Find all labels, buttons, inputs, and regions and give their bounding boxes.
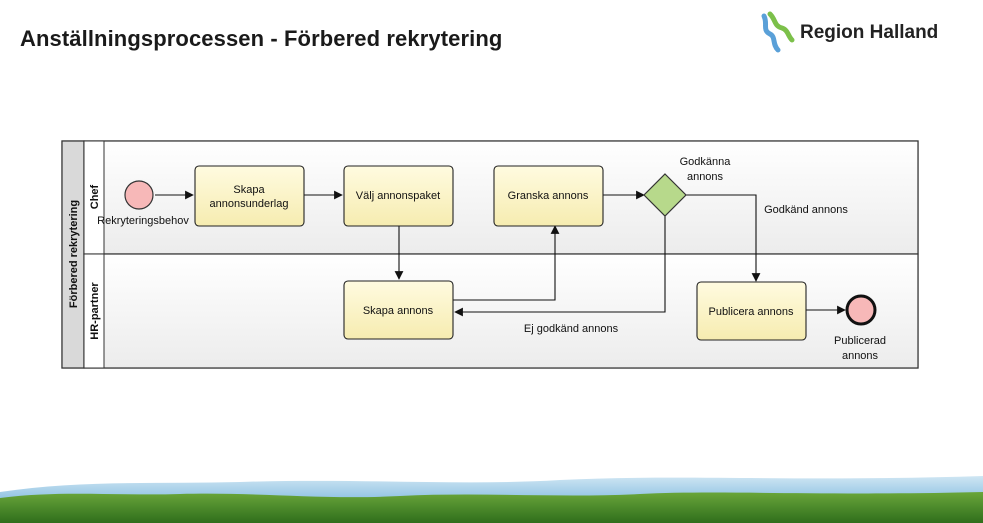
gateway-godkanna-annons[interactable]	[643, 173, 687, 217]
flow-skapa-to-granska	[453, 225, 560, 301]
gateway-label: Godkänna	[680, 156, 732, 168]
region-halland-logo: Region Halland	[758, 10, 958, 54]
task-label: Publicera annons	[708, 306, 794, 318]
pool-label: Förbered rekrytering	[68, 200, 80, 308]
task-publicera-annons[interactable]: Publicera annons	[696, 281, 807, 341]
end-event[interactable]	[845, 294, 877, 326]
sequence-flows	[155, 190, 846, 317]
flow-not-approved	[454, 216, 666, 317]
task-label: annonsunderlag	[210, 198, 289, 210]
start-event-label: Rekryteringsbehov	[97, 215, 189, 227]
start-event[interactable]	[124, 180, 154, 210]
lane-label-chef: Chef	[89, 184, 101, 209]
task-skapa-annons[interactable]: Skapa annons	[343, 280, 454, 340]
flow-label-not-approved: Ej godkänd annons	[524, 323, 619, 335]
page-title: Anställningsprocessen - Förbered rekryte…	[20, 26, 503, 51]
task-granska-annons[interactable]: Granska annons	[493, 165, 604, 227]
task-label: Välj annonspaket	[356, 190, 440, 202]
logo-text: Region Halland	[800, 22, 939, 43]
footer-landscape	[0, 476, 983, 523]
task-valj-annonspaket[interactable]: Välj annonspaket	[343, 165, 454, 227]
end-event-label: Publicerad	[834, 335, 886, 347]
logo-river-icon	[761, 11, 795, 53]
lane-label-hr: HR-partner	[89, 282, 101, 340]
flow-label-approved: Godkänd annons	[764, 204, 848, 216]
task-label: Skapa	[233, 184, 265, 196]
flow-approved	[686, 194, 761, 282]
end-event-label: annons	[842, 350, 879, 362]
grass-band	[0, 492, 983, 523]
gateway-label: annons	[687, 171, 724, 183]
task-label: Skapa annons	[363, 305, 434, 317]
task-skapa-annonsunderlag[interactable]: Skapa annonsunderlag	[194, 165, 305, 227]
task-label: Granska annons	[508, 190, 589, 202]
